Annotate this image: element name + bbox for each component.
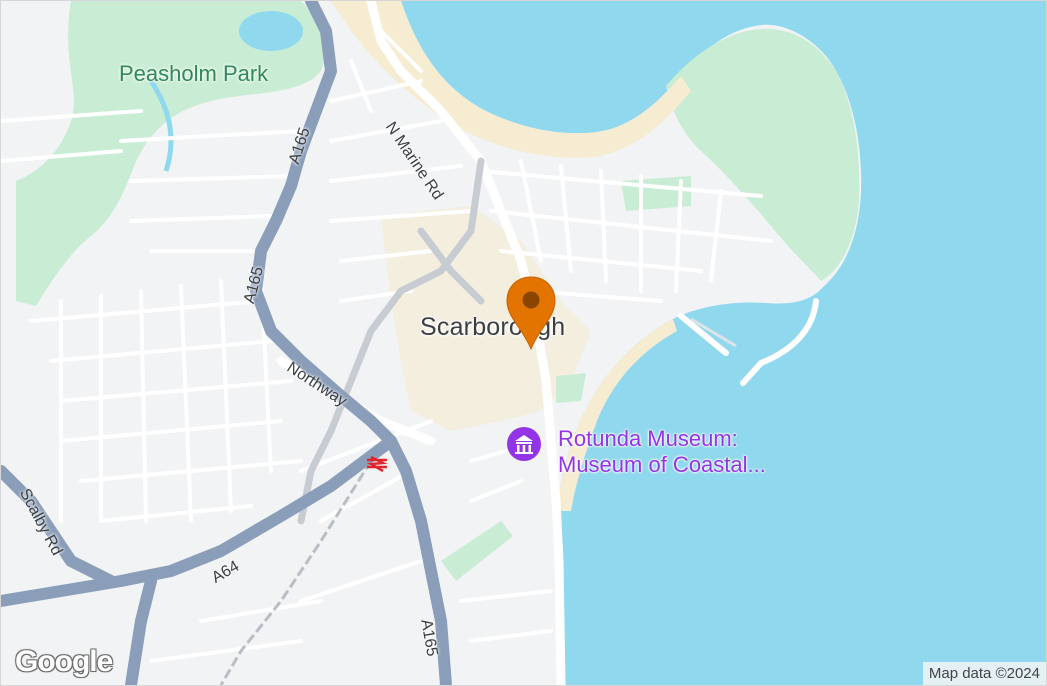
minor-streets — [1, 29, 773, 663]
major-roads — [1, 1, 452, 685]
park-stream — [148, 79, 174, 172]
town-centre — [381, 206, 591, 431]
south-beach — [557, 319, 677, 511]
secondary-roads — [276, 1, 566, 685]
poi-label-line2: Museum of Coastal... — [558, 452, 766, 477]
poi-label-rotunda-museum[interactable]: Rotunda Museum: Museum of Coastal... — [558, 426, 766, 478]
headland-park — [666, 28, 860, 281]
museum-grounds — [556, 373, 586, 403]
peasholm-lake — [239, 11, 303, 51]
rail-station-icon[interactable] — [365, 455, 389, 473]
harbour-pier — [678, 298, 819, 386]
rail-line — [219, 460, 373, 685]
google-logo[interactable]: Google — [15, 645, 113, 678]
museum-icon[interactable] — [506, 426, 542, 462]
peasholm-park-area — [16, 1, 325, 306]
poi-label-line1: Rotunda Museum: — [558, 426, 738, 451]
park-strip — [441, 521, 513, 581]
map-attribution[interactable]: Map data ©2024 — [922, 662, 1046, 685]
map-pin-icon[interactable] — [505, 275, 557, 351]
grey-roads — [297, 157, 485, 525]
sea — [401, 1, 1046, 685]
harbour-pier-inner — [690, 317, 737, 348]
park-label-peasholm[interactable]: Peasholm Park — [119, 61, 269, 86]
north-beach — [331, 1, 691, 158]
